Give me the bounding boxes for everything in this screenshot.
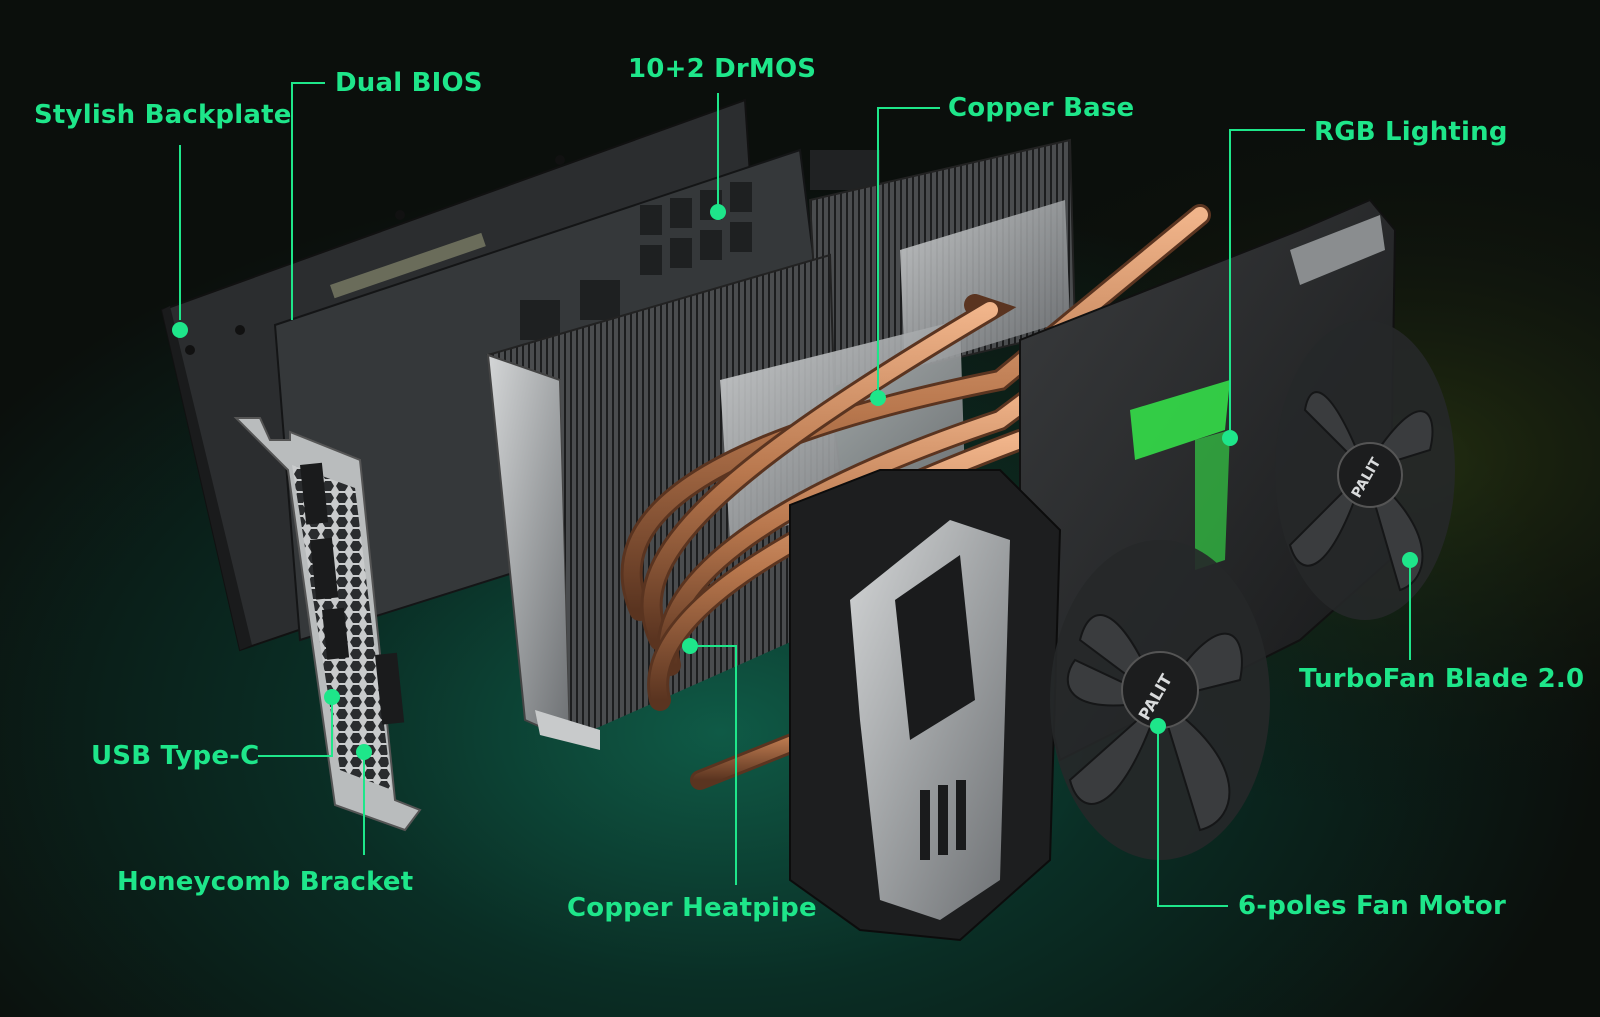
dot-copper-base [870, 390, 886, 406]
dot-honeycomb [356, 744, 372, 760]
label-fan-motor: 6-poles Fan Motor [1238, 891, 1507, 921]
fan-left [1050, 540, 1270, 860]
callout-leaders [179, 82, 1411, 907]
dot-copper-heatpipe [682, 638, 698, 654]
leader-fan-motor [1157, 725, 1228, 907]
dot-fan-motor [1150, 718, 1166, 734]
label-copper-heatpipe: Copper Heatpipe [567, 893, 817, 923]
label-dual-bios: Dual BIOS [335, 68, 483, 98]
dot-rgb-lighting [1222, 430, 1238, 446]
honeycomb-bracket [233, 417, 422, 832]
dot-usb-type-c [324, 689, 340, 705]
callout-dots [172, 204, 1418, 760]
main-heatsink [486, 253, 965, 750]
leader-dual-bios [291, 82, 325, 320]
label-rgb-lighting: RGB Lighting [1314, 117, 1508, 147]
label-stylish-backplate: Stylish Backplate [34, 100, 292, 130]
leader-copper-heatpipe [690, 645, 737, 885]
label-drmos: 10+2 DrMOS [628, 54, 817, 84]
label-honeycomb-bracket: Honeycomb Bracket [117, 867, 414, 897]
dot-turbofan [1402, 552, 1418, 568]
dot-drmos [710, 204, 726, 220]
label-turbofan-blade: TurboFan Blade 2.0 [1299, 664, 1585, 694]
leader-rgb-lighting [1229, 129, 1305, 430]
leader-copper-base [877, 107, 940, 390]
leader-usb-type-c [258, 697, 333, 757]
dot-stylish-backplate [172, 322, 188, 338]
label-copper-base: Copper Base [948, 93, 1135, 123]
label-usb-type-c: USB Type-C [91, 741, 260, 771]
